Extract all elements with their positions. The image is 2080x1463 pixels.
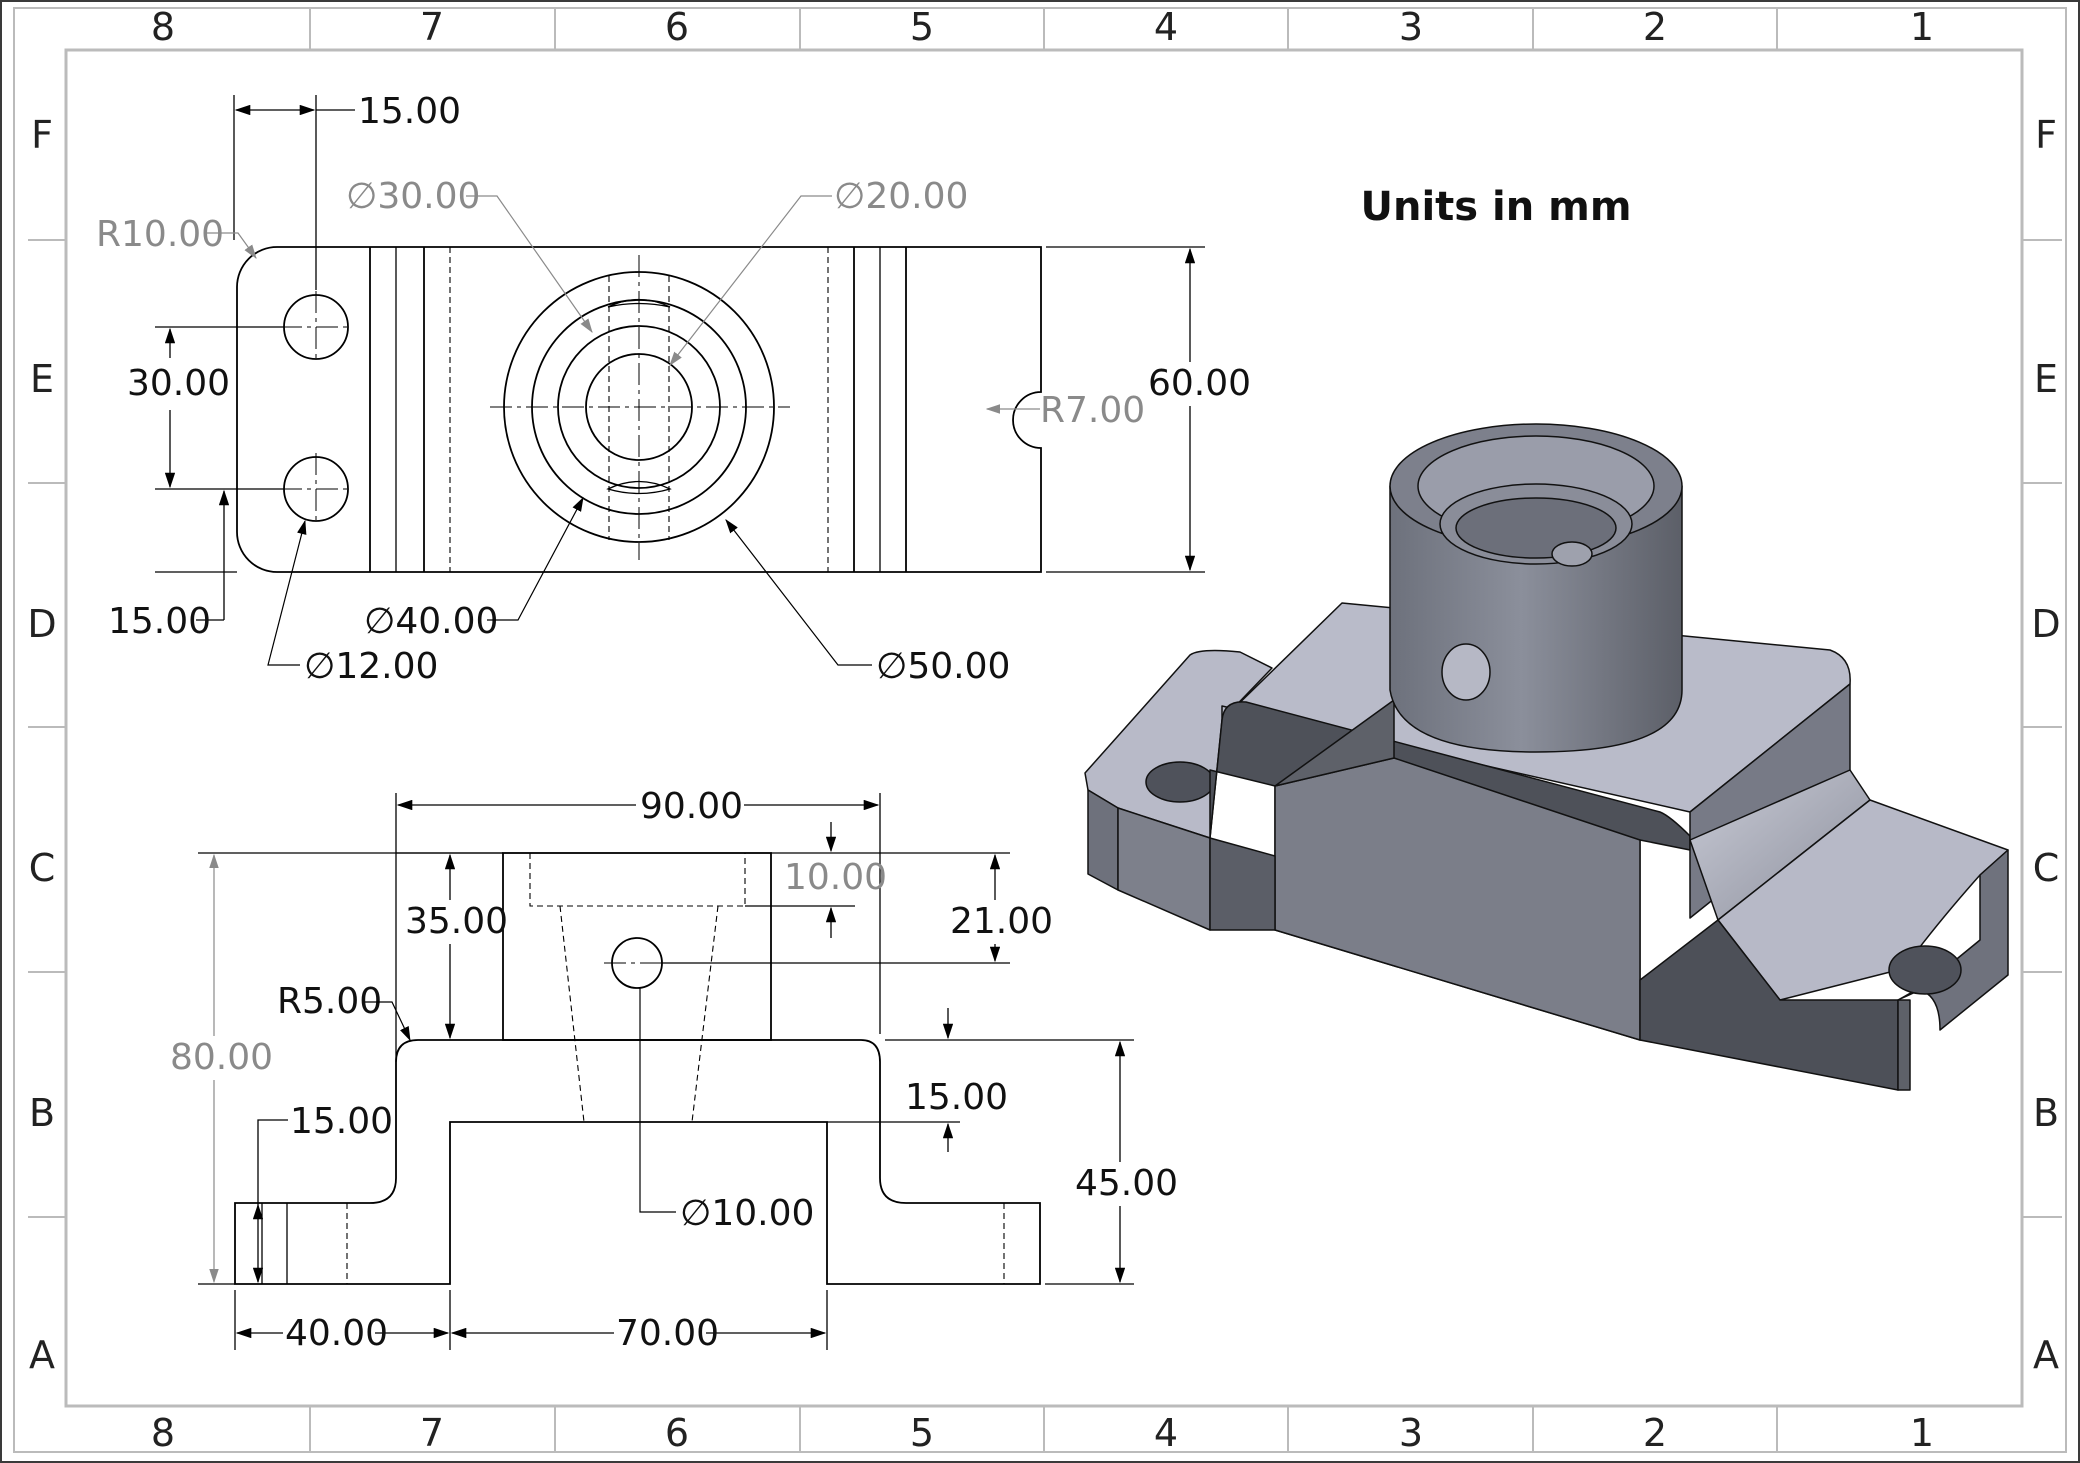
dim-dia50-value: 50.00 bbox=[907, 646, 1010, 687]
zone-col-label: 2 bbox=[1643, 5, 1667, 49]
zone-row-label: B bbox=[2033, 1091, 2059, 1135]
zone-columns-top: 8 7 6 5 4 3 2 1 bbox=[151, 5, 1934, 49]
zone-col-label: 5 bbox=[910, 5, 934, 49]
zone-row-label: F bbox=[31, 113, 53, 157]
zone-col-label: 3 bbox=[1399, 5, 1423, 49]
dim-10: 10.00 bbox=[784, 857, 887, 898]
zone-col-label: 4 bbox=[1154, 1411, 1178, 1455]
isometric-view bbox=[1084, 423, 2009, 1091]
front-view: 90.00 35.00 10.00 21.00 R5.00 80.00 15.0… bbox=[168, 784, 1178, 1356]
dim-dia12: ∅12.00 bbox=[304, 646, 438, 687]
dim-70: 70.00 bbox=[616, 1313, 719, 1354]
iso-left-foot-hole bbox=[1145, 761, 1215, 803]
zone-row-label: C bbox=[2033, 846, 2060, 890]
dim-dia20-value: 20.00 bbox=[865, 176, 968, 217]
diameter-symbol: ∅ bbox=[876, 646, 907, 687]
zone-col-label: 2 bbox=[1643, 1411, 1667, 1455]
diameter-symbol: ∅ bbox=[834, 176, 865, 217]
dim-dia50: ∅50.00 bbox=[876, 646, 1010, 687]
zone-row-label: F bbox=[2035, 113, 2057, 157]
iso-right-foot-notch bbox=[1888, 945, 1962, 995]
bore-hidden bbox=[529, 853, 746, 907]
zone-col-label: 1 bbox=[1910, 1411, 1934, 1455]
zone-col-label: 8 bbox=[151, 5, 175, 49]
zone-col-label: 1 bbox=[1910, 5, 1934, 49]
zone-rows-left: F E D C B A bbox=[27, 113, 56, 1377]
zone-row-label: E bbox=[30, 357, 54, 401]
dim-dia12-value: 12.00 bbox=[335, 646, 438, 687]
zone-ticks bbox=[28, 8, 2062, 1452]
dim-40: 40.00 bbox=[285, 1313, 388, 1354]
zone-col-label: 3 bbox=[1399, 1411, 1423, 1455]
top-view: 15.00 R10.00 ∅30.00 ∅20.00 30.00 15.00 ∅… bbox=[96, 91, 1251, 687]
units-title: Units in mm bbox=[1361, 184, 1632, 230]
iso-left-leg-face bbox=[1209, 837, 1276, 931]
dim-15-right: 15.00 bbox=[905, 1077, 1008, 1118]
iso-cylinder-cross-hole-inner bbox=[1551, 541, 1593, 567]
zone-col-label: 4 bbox=[1154, 5, 1178, 49]
zone-columns-bottom: 8 7 6 5 4 3 2 1 bbox=[151, 1411, 1934, 1455]
iso-cylinder-cross-hole bbox=[1441, 643, 1491, 701]
dim-dia40-value: 40.00 bbox=[395, 601, 498, 642]
zone-rows-right: F E D C B A bbox=[2031, 113, 2060, 1377]
iso-cylinder-inner-step bbox=[1455, 497, 1617, 559]
dim-80: 80.00 bbox=[170, 1037, 273, 1078]
dim-21: 21.00 bbox=[950, 901, 1053, 942]
dim-dia30-value: 30.00 bbox=[377, 176, 480, 217]
zone-col-label: 7 bbox=[420, 1411, 444, 1455]
outer-border bbox=[13, 7, 2067, 1453]
dim-15-top: 15.00 bbox=[358, 91, 461, 132]
dim-35: 35.00 bbox=[405, 901, 508, 942]
dim-15-left: 15.00 bbox=[108, 601, 211, 642]
dim-r10: R10.00 bbox=[96, 214, 224, 255]
dim-dia10-value: 10.00 bbox=[711, 1193, 814, 1234]
zone-row-label: E bbox=[2034, 357, 2058, 401]
dim-60: 60.00 bbox=[1148, 363, 1251, 404]
cross-hole-slot bbox=[606, 480, 672, 495]
dim-dia20: ∅20.00 bbox=[834, 176, 968, 217]
iso-right-foot-side bbox=[1897, 999, 1911, 1091]
zone-col-label: 6 bbox=[665, 1411, 689, 1455]
boss-outline bbox=[502, 852, 772, 1041]
cross-hole-slot bbox=[607, 298, 671, 308]
top-view-outline bbox=[236, 246, 1042, 573]
iso-left-foot-front bbox=[1087, 789, 1119, 891]
diameter-symbol: ∅ bbox=[364, 601, 395, 642]
zone-col-label: 5 bbox=[910, 1411, 934, 1455]
zone-col-label: 8 bbox=[151, 1411, 175, 1455]
zone-row-label: D bbox=[2031, 602, 2060, 646]
zone-row-label: A bbox=[2033, 1333, 2059, 1377]
iso-bridge-inner-top bbox=[1274, 699, 1395, 787]
dim-dia10: ∅10.00 bbox=[680, 1193, 814, 1234]
diameter-symbol: ∅ bbox=[680, 1193, 711, 1234]
zone-col-label: 7 bbox=[420, 5, 444, 49]
dim-r5: R5.00 bbox=[277, 981, 382, 1022]
dim-15-foot: 15.00 bbox=[290, 1101, 393, 1142]
zone-col-label: 6 bbox=[665, 5, 689, 49]
dim-dia30: ∅30.00 bbox=[346, 176, 480, 217]
dim-dia40: ∅40.00 bbox=[364, 601, 498, 642]
dim-30: 30.00 bbox=[127, 363, 230, 404]
taper-hidden bbox=[559, 905, 719, 1123]
zone-row-label: A bbox=[29, 1333, 55, 1377]
dim-90: 90.00 bbox=[640, 786, 743, 827]
front-view-outline bbox=[234, 1039, 1041, 1285]
zone-row-label: B bbox=[29, 1091, 55, 1135]
diameter-symbol: ∅ bbox=[346, 176, 377, 217]
zone-row-label: D bbox=[27, 602, 56, 646]
dim-r7: R7.00 bbox=[1040, 390, 1145, 431]
diameter-symbol: ∅ bbox=[304, 646, 335, 687]
dim-45: 45.00 bbox=[1075, 1163, 1178, 1204]
zone-row-label: C bbox=[29, 846, 56, 890]
